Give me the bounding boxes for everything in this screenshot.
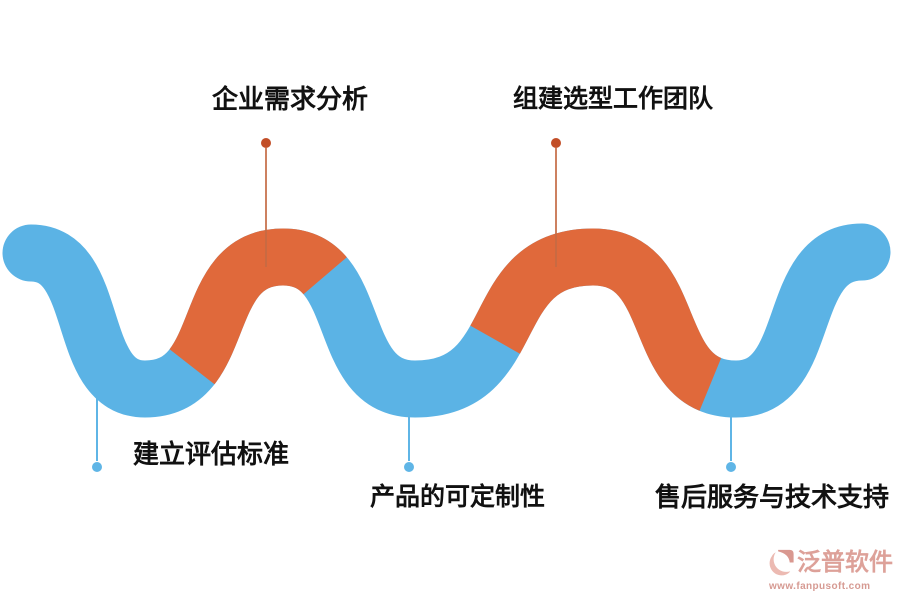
step-label-aftersales-support: 售后服务与技术支持	[655, 482, 890, 512]
connector-dot	[726, 462, 736, 472]
brand-name: 泛普软件	[797, 549, 893, 576]
step-label-selection-team: 组建选型工作团队	[513, 85, 714, 113]
top-connectors	[92, 138, 736, 472]
step-label-customizability: 产品的可定制性	[370, 483, 546, 511]
wave-base	[2, 223, 891, 418]
brand-watermark: 泛普软件 www.fanpusoft.com	[769, 548, 899, 592]
step-label-evaluation-criteria: 建立评估标准	[133, 439, 290, 469]
connector-dot	[92, 462, 102, 472]
brand-url: www.fanpusoft.com	[769, 581, 871, 592]
step-label-demand-analysis: 企业需求分析	[212, 84, 369, 114]
swirl-logo-icon	[769, 548, 795, 582]
connector-dot	[261, 138, 271, 148]
connector-dot	[551, 138, 561, 148]
connector-dot	[404, 462, 414, 472]
